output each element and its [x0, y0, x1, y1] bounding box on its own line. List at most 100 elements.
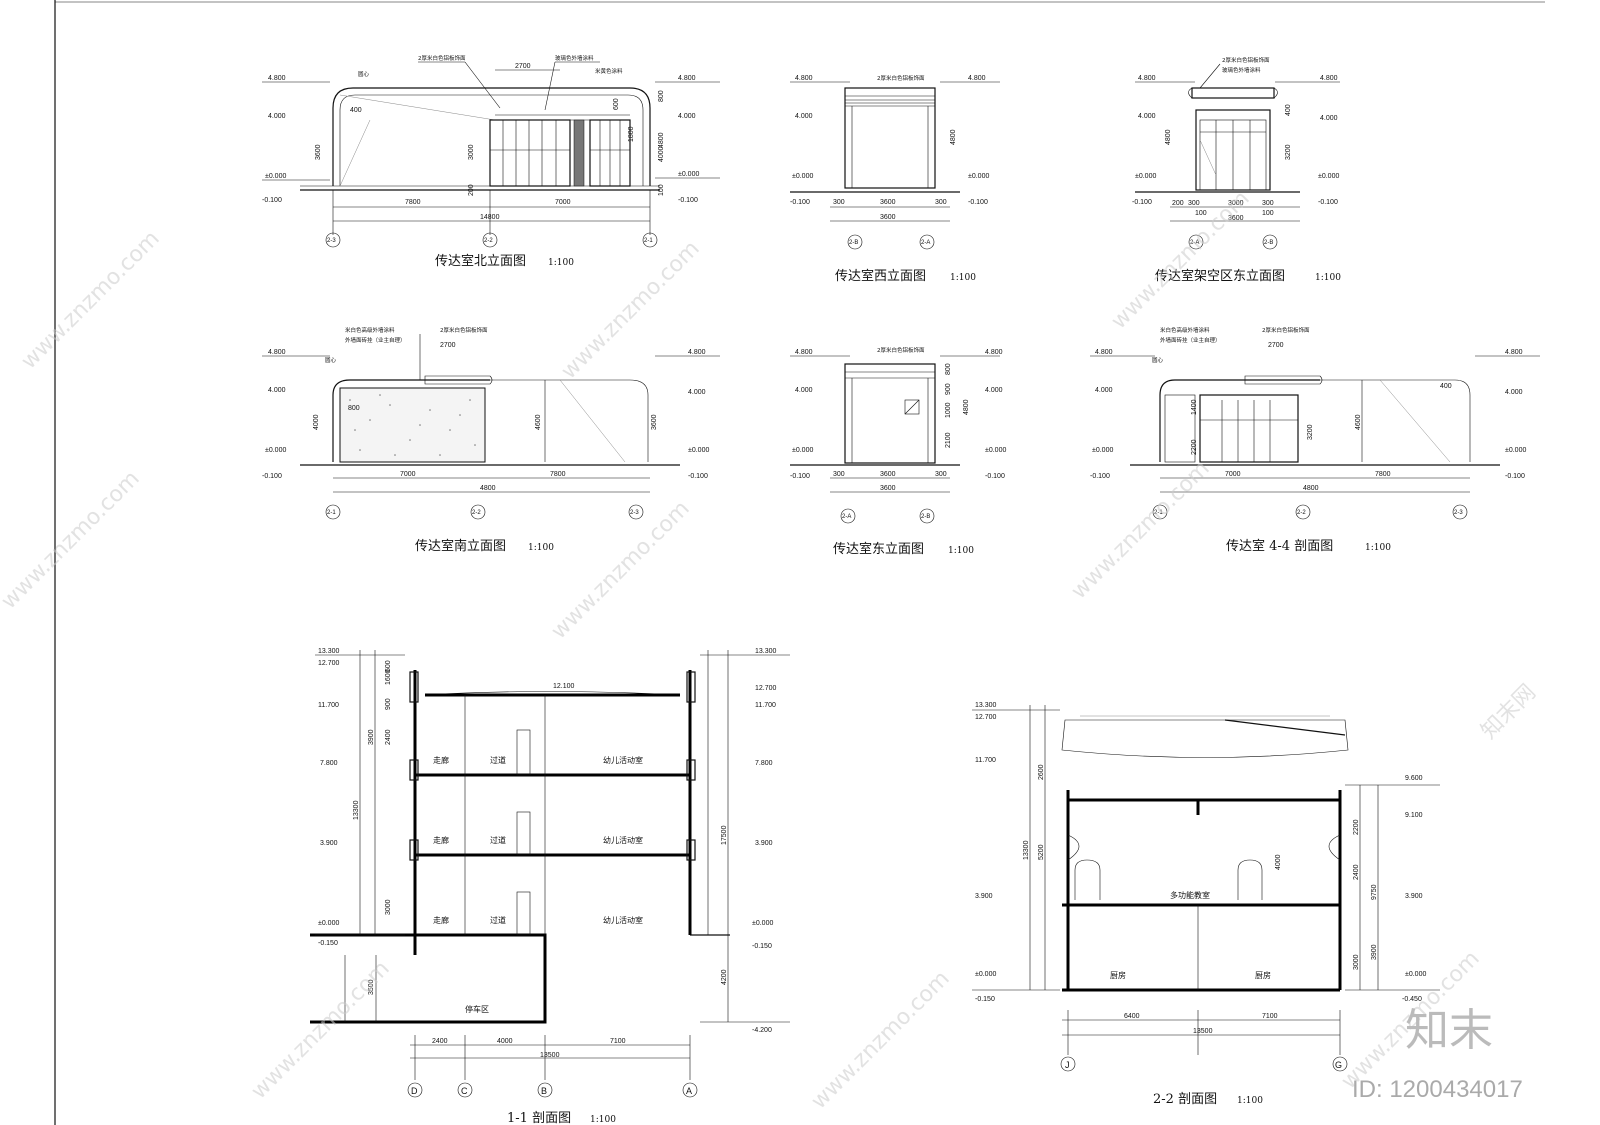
south-level-m0100-r: -0.100 — [688, 473, 708, 480]
west-level-4000: 4.000 — [795, 113, 813, 120]
eastp-axis-2-B: 2-B — [1264, 240, 1273, 246]
north-note-aluminum: 2厚米白色铝板饰面 — [418, 54, 466, 62]
s11-level-3900-r: 3.900 — [755, 840, 773, 847]
s11-room-passage-2: 过道 — [490, 835, 506, 845]
s44-note-tile: 外墙面砖挂（业主自理） — [1160, 336, 1221, 344]
south-level-4800-r: 4.800 — [688, 349, 706, 356]
east-axis-2-B: 2-B — [921, 514, 930, 520]
s44-dim-400: 400 — [1440, 383, 1452, 390]
watermark-7: www.znzmo.com — [247, 956, 395, 1104]
watermark-3: www.znzmo.com — [1107, 186, 1255, 334]
north-level-0-r: ±0.000 — [678, 171, 699, 178]
s22-dim-7100: 7100 — [1262, 1013, 1278, 1020]
s22-level-13300: 13.300 — [975, 702, 997, 709]
east-dim-4800: 4800 — [963, 399, 970, 415]
north-dim-800: 800 — [658, 90, 665, 102]
north-dim-4800: 4800 — [658, 132, 665, 148]
south-note-center: 圆心 — [325, 357, 337, 364]
eastp-level-4000-r: 4.000 — [1320, 115, 1338, 122]
east-title: 传达室东立面图 — [833, 541, 924, 557]
east-level-4000-r: 4.000 — [985, 387, 1003, 394]
s44-note-center: 圆心 — [1152, 357, 1164, 364]
west-level-m0100: -0.100 — [790, 199, 810, 206]
north-axis-2-2: 2-2 — [484, 238, 493, 244]
west-dim-300b: 300 — [935, 199, 947, 206]
east-elevation: 300 3600 300 3600 800 900 1000 2100 4800… — [790, 346, 1006, 557]
image-id-label: ID: 1200434017 — [1352, 1076, 1523, 1103]
s22-dim-6400: 6400 — [1124, 1013, 1140, 1020]
s11-room-parking: 停车区 — [465, 1004, 489, 1014]
s44-dim-2200: 2200 — [1191, 439, 1198, 455]
watermark-10: 知末网 — [1477, 680, 1541, 744]
s11-level-0-r: ±0.000 — [752, 920, 773, 927]
s22-level-11700: 11.700 — [975, 757, 996, 764]
s11-level-11700-r: 11.700 — [755, 702, 776, 709]
eastp-level-4000: 4.000 — [1138, 113, 1156, 120]
eastp-dim-200: 200 — [1172, 200, 1184, 207]
north-dim-200: 200 — [468, 184, 475, 196]
south-dim-4800: 4800 — [480, 485, 496, 492]
watermark-4: www.znzmo.com — [0, 466, 145, 614]
north-dim-3000: 3000 — [468, 144, 475, 160]
s22-scale: 1:100 — [1237, 1096, 1263, 1106]
s22-dim-5200: 5200 — [1038, 844, 1045, 860]
north-level-m0100: -0.100 — [262, 197, 282, 204]
eastp-note-glass-paint: 玻璃色外墙涂料 — [1222, 66, 1261, 74]
south-dim-3600: 3600 — [651, 414, 658, 430]
eastp-dim-300a: 300 — [1188, 200, 1200, 207]
west-dim-4800: 4800 — [950, 129, 957, 145]
east-level-m0100: -0.100 — [790, 473, 810, 480]
s11-dim-17500: 17500 — [721, 825, 728, 845]
s11-axis-B: B — [541, 1086, 547, 1096]
s11-level-0: ±0.000 — [318, 920, 339, 927]
west-elevation: 300 3600 300 3600 4800 4.800 4.000 ±0.00… — [790, 74, 1000, 284]
east-dim-300a: 300 — [833, 471, 845, 478]
north-level-0: ±0.000 — [265, 173, 286, 180]
s22-room-multifunction: 多功能教室 — [1170, 890, 1210, 900]
north-dim-100: 100 — [658, 184, 665, 196]
eastp-level-0-r: ±0.000 — [1318, 173, 1339, 180]
north-level-4000: 4.000 — [268, 113, 286, 120]
east-dim-900: 900 — [945, 383, 952, 395]
eastp-dim-100b: 100 — [1262, 210, 1274, 217]
s11-room-corridor-2: 走廊 — [433, 835, 449, 845]
s22-dim-2600: 2600 — [1038, 764, 1045, 780]
south-axis-2-1: 2-1 — [327, 510, 336, 516]
west-level-0: ±0.000 — [792, 173, 813, 180]
s11-level-13300-r: 13.300 — [755, 648, 777, 655]
s44-dim-4600: 4600 — [1355, 414, 1362, 430]
s11-level-m4200: -4.200 — [752, 1027, 772, 1034]
west-dim-300a: 300 — [833, 199, 845, 206]
east-level-4800-r: 4.800 — [985, 349, 1003, 356]
s22-dim-9750: 9750 — [1371, 884, 1378, 900]
s44-dim-7000: 7000 — [1225, 471, 1241, 478]
north-level-4000-r: 4.000 — [678, 113, 696, 120]
s22-level-m0150: -0.150 — [975, 996, 995, 1003]
north-level-4800: 4.800 — [268, 75, 286, 82]
s44-level-m0100-r: -0.100 — [1505, 473, 1525, 480]
watermark-6: www.znzmo.com — [1067, 456, 1215, 604]
s44-level-4800-r: 4.800 — [1505, 349, 1523, 356]
s11-dim-3500: 3500 — [368, 979, 375, 995]
east-note-aluminum: 2厚米白色铝板饰面 — [877, 346, 925, 354]
s22-level-9600: 9.600 — [1405, 775, 1423, 782]
s44-level-0-r: ±0.000 — [1505, 447, 1526, 454]
s11-dim-4200: 4200 — [721, 969, 728, 985]
north-level-4800-r: 4.800 — [678, 75, 696, 82]
south-note-aluminum: 2厚米白色铝板饰面 — [440, 326, 488, 334]
s44-scale: 1:100 — [1365, 543, 1391, 553]
east-scale: 1:100 — [948, 546, 974, 556]
s44-section: 7000 7800 4800 2700 1400 2200 3200 4600 … — [1090, 326, 1540, 554]
s11-level-7800-r: 7.800 — [755, 760, 773, 767]
south-level-0: ±0.000 — [265, 447, 286, 454]
east-dim-1000: 1000 — [945, 402, 952, 418]
s11-dim-4000: 4000 — [497, 1038, 513, 1045]
s11-dim-13300: 13300 — [353, 800, 360, 820]
s44-level-4000-r: 4.000 — [1505, 389, 1523, 396]
eastp-level-m0100-r: -0.100 — [1318, 199, 1338, 206]
south-dim-800: 800 — [348, 405, 360, 412]
eastp-dim-4800: 4800 — [1165, 129, 1172, 145]
s22-level-3900: 3.900 — [975, 893, 993, 900]
north-dim-4000: 4000 — [658, 146, 665, 162]
north-elevation: 7800 7000 14800 2700 400 3000 200 4800 3… — [262, 54, 720, 269]
